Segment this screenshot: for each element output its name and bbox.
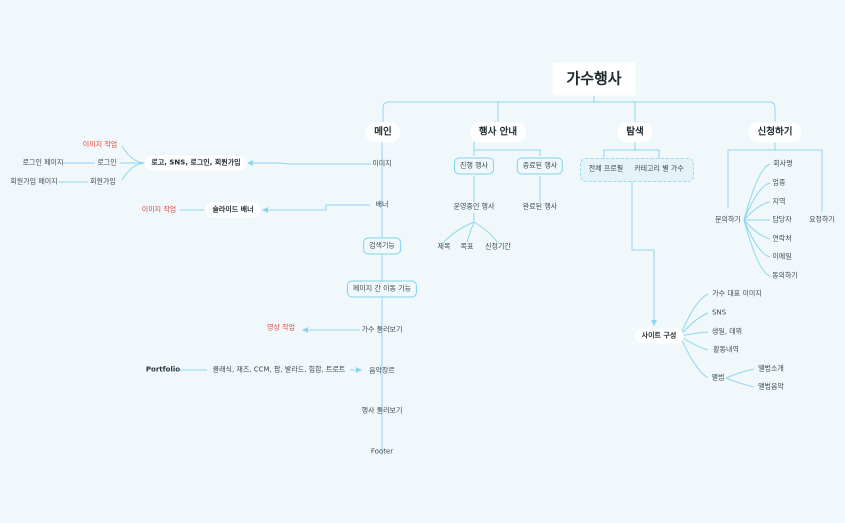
node-login[interactable]: 로그인 — [97, 158, 117, 167]
node-request[interactable]: 요청하기 — [809, 215, 835, 224]
node-activity[interactable]: 활동내역 — [713, 345, 739, 354]
node-signup-page[interactable]: 회원가입 페이지 — [10, 177, 58, 186]
node-by-category[interactable]: 카테고리 별 가수 — [634, 164, 684, 173]
node-industry[interactable]: 업종 — [772, 178, 786, 187]
node-album[interactable]: 앨범 — [711, 373, 725, 382]
explore-group-frame — [580, 158, 694, 182]
node-banner[interactable]: 배너 — [375, 200, 389, 209]
category-apply[interactable]: 신청하기 — [748, 122, 802, 142]
node-contact[interactable]: 연락처 — [772, 234, 792, 243]
node-period[interactable]: 신청기간 — [485, 242, 511, 251]
node-rep-image[interactable]: 가수 대표 이미지 — [712, 289, 762, 298]
node-event-preview[interactable]: 행사 둘러보기 — [361, 406, 403, 415]
node-manager[interactable]: 담당자 — [772, 215, 792, 224]
node-sns[interactable]: SNS — [711, 308, 727, 317]
node-ongoing[interactable]: 진행 행사 — [454, 157, 494, 175]
node-email[interactable]: 이메일 — [772, 252, 792, 261]
node-profile[interactable]: 전체 프로필 — [588, 164, 624, 173]
node-genre[interactable]: 음악장르 — [369, 366, 395, 375]
node-login-group[interactable]: 로고, SNS, 로그인, 회원가입 — [144, 155, 248, 171]
node-album-music[interactable]: 앨범음악 — [758, 382, 784, 391]
node-search[interactable]: 검색기능 — [363, 237, 401, 255]
category-event-info[interactable]: 행사 안내 — [469, 122, 527, 142]
node-running-events[interactable]: 운영중인 행사 — [453, 202, 495, 211]
node-slide-banner[interactable]: 슬라이드 배너 — [205, 202, 261, 218]
node-region[interactable]: 지역 — [772, 197, 786, 206]
node-image[interactable]: 이미지 — [372, 159, 392, 168]
node-image-work-2[interactable]: 이미지 작업 — [141, 205, 177, 214]
node-title[interactable]: 제목 — [437, 242, 451, 251]
node-image-work-1[interactable]: 이미지 작업 — [82, 140, 118, 149]
node-album-intro[interactable]: 앨범소개 — [758, 364, 784, 373]
node-birth-debut[interactable]: 생일, 데뷔 — [711, 327, 743, 336]
node-video-work[interactable]: 영상 작업 — [267, 323, 295, 332]
root-node[interactable]: 가수행사 — [552, 62, 636, 96]
node-site-structure[interactable]: 사이트 구성 — [634, 328, 684, 344]
node-finished[interactable]: 종료된 행사 — [516, 157, 564, 175]
node-company[interactable]: 회사명 — [773, 159, 793, 168]
node-done-events[interactable]: 완료된 행사 — [522, 202, 558, 211]
node-singer-preview[interactable]: 가수 둘러보기 — [361, 325, 403, 334]
category-main[interactable]: 메인 — [365, 122, 401, 142]
node-login-page[interactable]: 로그인 페이지 — [22, 158, 64, 167]
node-page-nav[interactable]: 페이지 간 이동 기능 — [346, 280, 418, 298]
node-inquiry[interactable]: 문의하기 — [715, 215, 741, 224]
node-genre-list[interactable]: 클래식, 재즈, CCM, 팝, 발라드, 힙합, 트로트 — [212, 365, 346, 374]
node-goal[interactable]: 목표 — [460, 242, 474, 251]
node-footer[interactable]: Footer — [370, 447, 394, 456]
node-consent[interactable]: 동의하기 — [772, 271, 798, 280]
node-portfolio[interactable]: Portfolio — [145, 365, 181, 374]
node-signup[interactable]: 회원가입 — [90, 177, 116, 186]
category-explore[interactable]: 탐색 — [617, 122, 653, 142]
